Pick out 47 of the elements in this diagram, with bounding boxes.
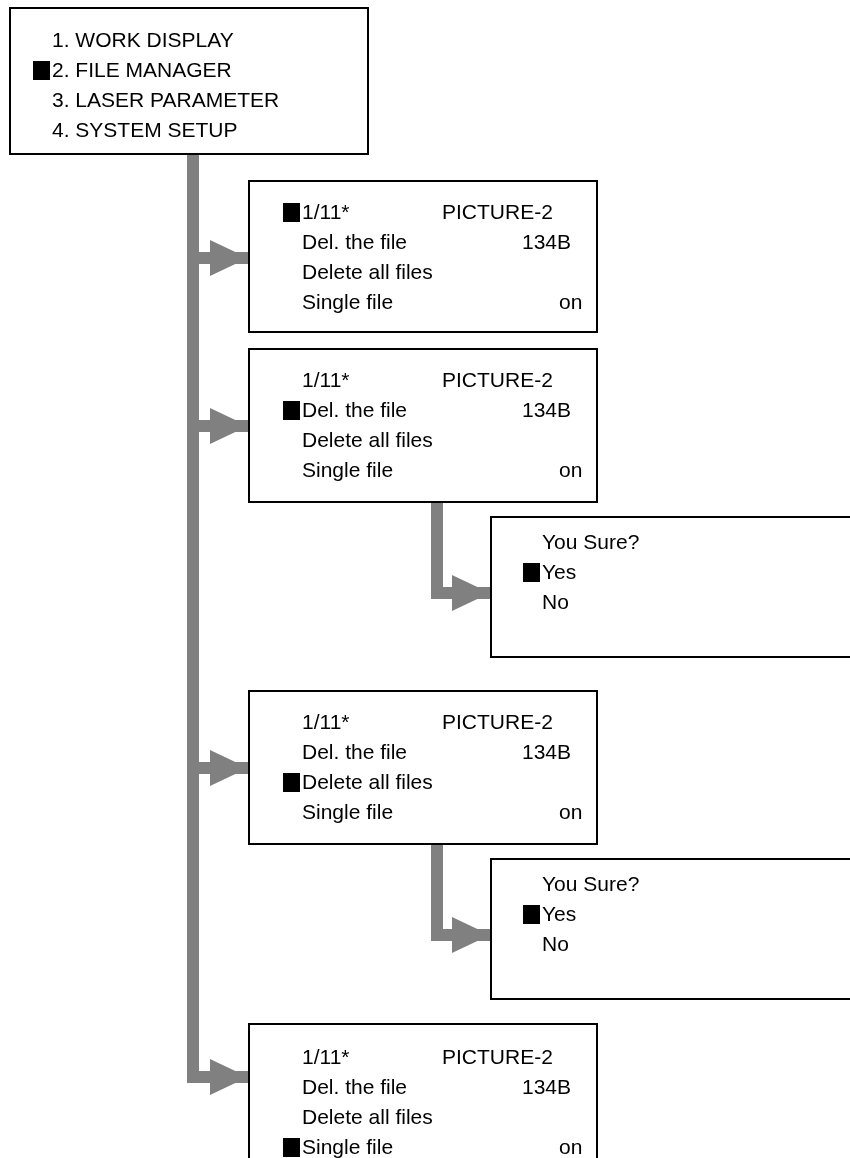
menu-text: Single file [302,458,394,482]
screen-box [490,858,850,1000]
menu-text: Yes [542,902,577,926]
menu-text: on [559,1135,583,1158]
menu-text: PICTURE-2 [442,1045,553,1069]
menu-text: 1/11* [302,710,350,734]
arrow [431,503,490,611]
menu-text: 1/11* [302,368,350,392]
menu-text: Single file [302,290,394,314]
screen-box [9,7,369,155]
menu-text: No [542,932,569,956]
menu-text: 4. SYSTEM SETUP [52,118,238,142]
menu-text: Delete all files [302,260,433,284]
screen-box [248,180,598,333]
menu-text: 1. WORK DISPLAY [52,28,234,52]
menu-text: 3. LASER PARAMETER [52,88,280,112]
menu-text: Del. the file [302,230,408,254]
menu-text: Del. the file [302,740,408,764]
screen-box [490,516,850,658]
menu-text: 134B [522,1075,572,1099]
menu-text: No [542,590,569,614]
menu-text: Delete all files [302,428,433,452]
arrow [431,845,490,953]
menu-text: Single file [302,1135,394,1158]
menu-text: Del. the file [302,1075,408,1099]
menu-text: 1/11* [302,200,350,224]
menu-text: PICTURE-2 [442,200,553,224]
menu-text: 134B [522,230,572,254]
menu-text: Single file [302,800,394,824]
menu-text: PICTURE-2 [442,710,553,734]
menu-text: on [559,290,583,314]
menu-text: 1/11* [302,1045,350,1069]
screen-box [248,690,598,845]
screen-box [248,1023,598,1158]
menu-text: You Sure? [542,530,640,554]
menu-text: Yes [542,560,577,584]
menu-text: PICTURE-2 [442,368,553,392]
menu-text: 134B [522,740,572,764]
screen-box [248,348,598,503]
menu-text: You Sure? [542,872,640,896]
menu-text: Delete all files [302,1105,433,1129]
menu-text: Del. the file [302,398,408,422]
menu-text: 2. FILE MANAGER [52,58,232,82]
menu-text: 134B [522,398,572,422]
menu-text: on [559,458,583,482]
menu-text: on [559,800,583,824]
menu-text: Delete all files [302,770,433,794]
